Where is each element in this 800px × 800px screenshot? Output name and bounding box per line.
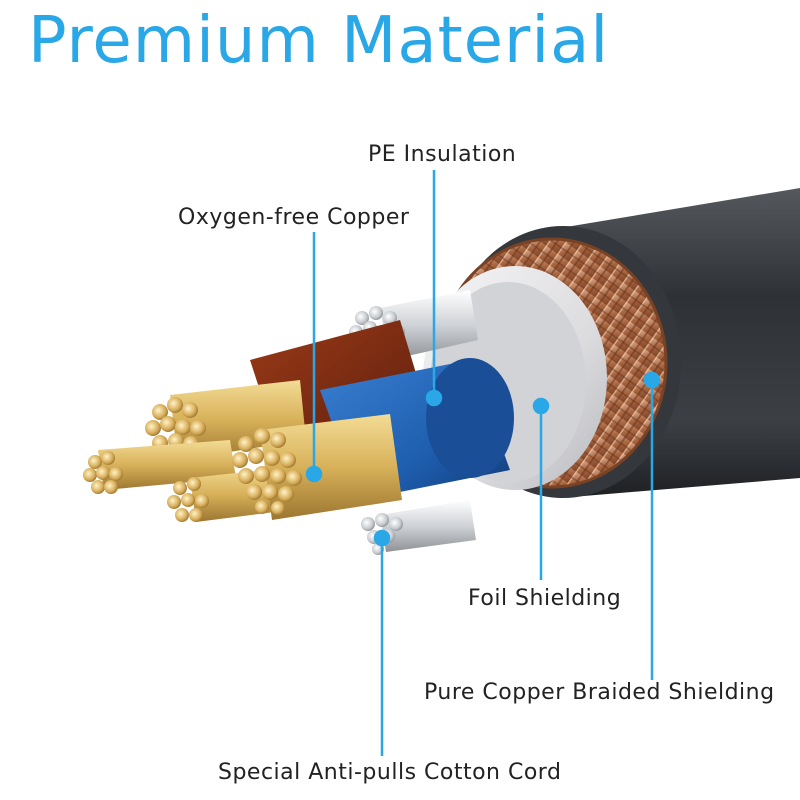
leader-dot-cotton-cord	[373, 529, 391, 547]
label-braided-shielding: Pure Copper Braided Shielding	[424, 680, 775, 705]
leader-dot-foil-shielding	[532, 397, 550, 415]
label-oxygen-free-copper: Oxygen-free Copper	[178, 205, 410, 230]
leader-dot-oxygen-free-copper	[305, 465, 323, 483]
leader-dot-braided-shielding	[643, 371, 661, 389]
leader-lines	[305, 170, 661, 756]
leader-dot-pe-insulation	[425, 389, 443, 407]
cotton-cord-bottom	[361, 500, 476, 555]
label-pe-insulation: PE Insulation	[368, 142, 517, 167]
label-foil-shielding: Foil Shielding	[468, 586, 622, 611]
copper-conductor-front-right	[232, 414, 402, 520]
page-title: Premium Material	[28, 4, 610, 78]
label-cotton-cord: Special Anti-pulls Cotton Cord	[218, 760, 562, 785]
